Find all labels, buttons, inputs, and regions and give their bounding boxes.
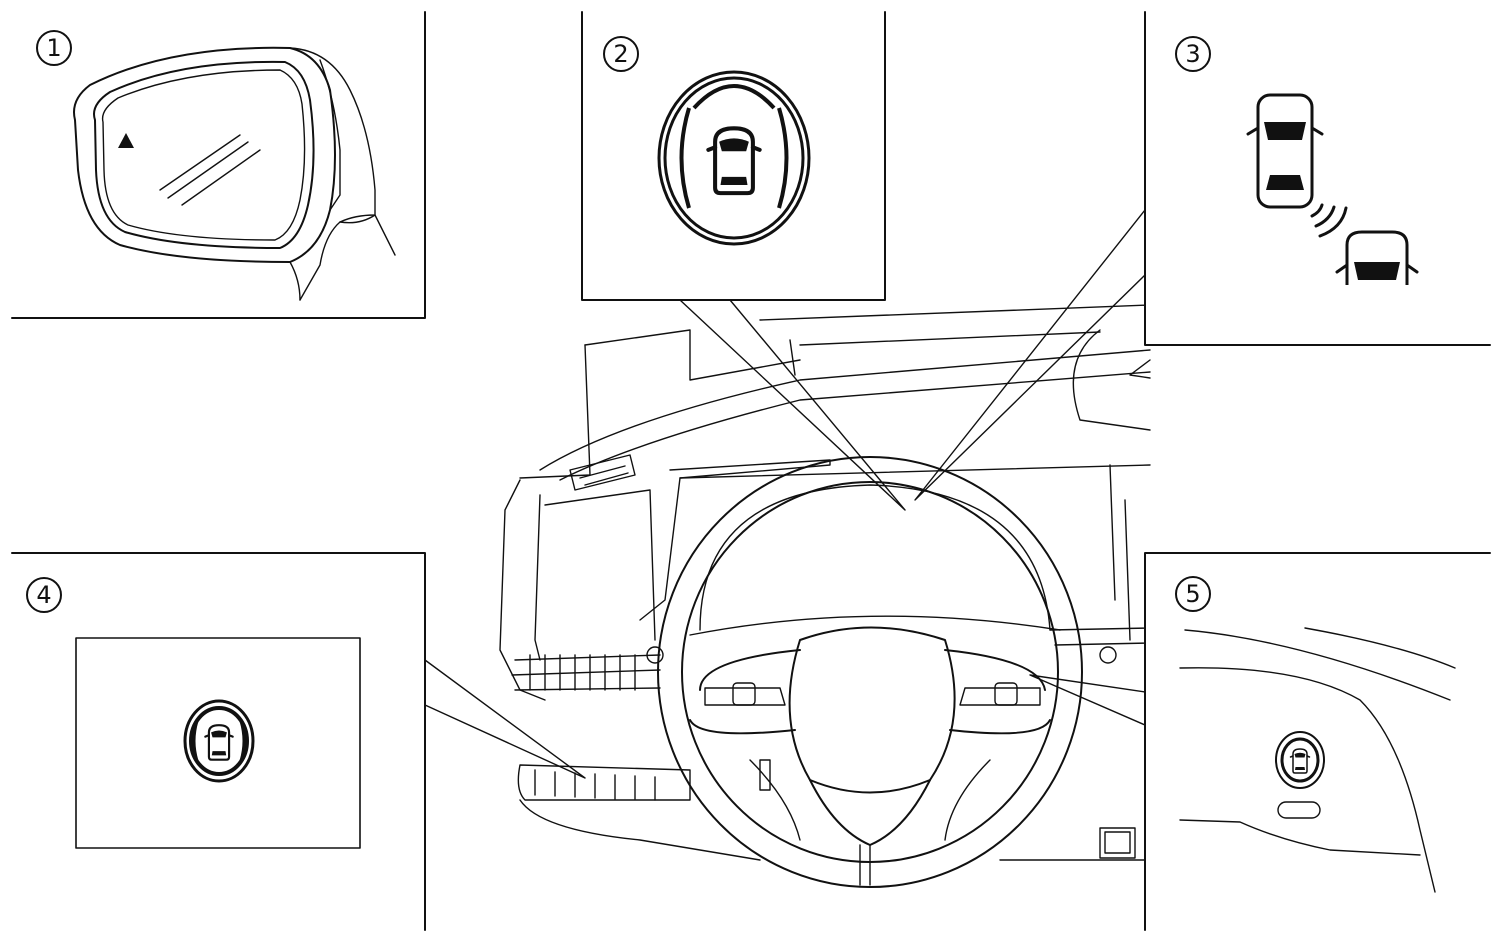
panel-radar: 3 bbox=[1144, 11, 1491, 346]
callout-5-label: 5 bbox=[1185, 580, 1200, 608]
dashboard-illustration bbox=[499, 304, 1151, 888]
blind-spot-car-icon bbox=[1275, 731, 1325, 789]
blind-spot-car-icon bbox=[657, 70, 811, 246]
panel-mirror: 1 bbox=[11, 11, 426, 319]
callout-1-label: 1 bbox=[46, 34, 61, 62]
panel-cluster: 2 bbox=[581, 11, 886, 301]
blind-spot-car-icon bbox=[183, 699, 255, 783]
callout-3-label: 3 bbox=[1185, 40, 1200, 68]
callout-2-label: 2 bbox=[613, 40, 628, 68]
car-detection-waves-icon bbox=[1246, 93, 1419, 285]
leader-lines bbox=[424, 209, 1146, 779]
callout-4-label: 4 bbox=[36, 581, 51, 609]
warning-triangle-icon bbox=[118, 133, 134, 148]
panel-display: 4 bbox=[11, 552, 426, 931]
panel-switch: 5 bbox=[1144, 552, 1491, 931]
